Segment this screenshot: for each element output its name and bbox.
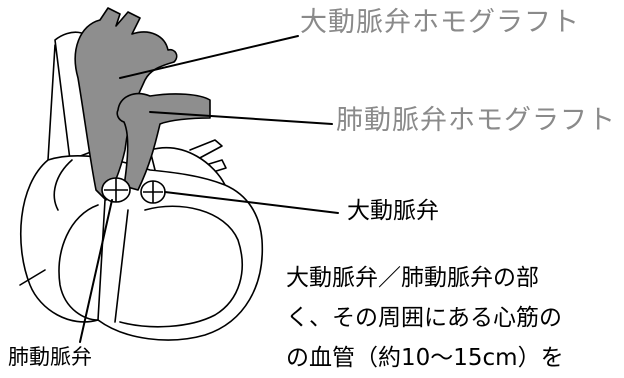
right-ventricle-inner [58,204,99,321]
right-atrium-inner [53,159,73,211]
pulmonary-vein-upper [189,139,223,161]
apex-line [19,269,46,286]
leader-aortic-valve [164,191,339,214]
leader-aortic-homograft [119,35,299,79]
left-ventricle-inner [119,205,243,328]
left-vessel-tube [47,44,56,161]
pulmonary-valve-leaflet [104,178,128,202]
caption-line-1: 大動脈弁／肺動脈弁の部 [286,265,539,291]
aortic-valve-label: 大動脈弁 [347,198,439,224]
septum-left [97,199,106,321]
heart-outline [20,155,264,341]
caption-text: 大動脈弁／肺動脈弁の部 く、その周囲にある心筋の の血管（約10〜15cm）を [286,258,624,378]
aortic-valve-leaflet [143,181,163,203]
caption-line-3: の血管（約10〜15cm）を [286,345,564,371]
caption-line-2: く、その周囲にある心筋の [286,305,562,331]
pulmonary-homograft [116,92,211,191]
leader-pulmonary-valve [79,199,113,343]
pulmonary-homograft-label: 肺動脈弁ホモグラフト [336,105,616,136]
pulmonary-valve-label: 肺動脈弁 [8,345,92,369]
aortic-homograft-label: 大動脈弁ホモグラフト [300,7,580,38]
septum-right [114,209,129,323]
leader-pulmonary-homograft [149,111,333,125]
